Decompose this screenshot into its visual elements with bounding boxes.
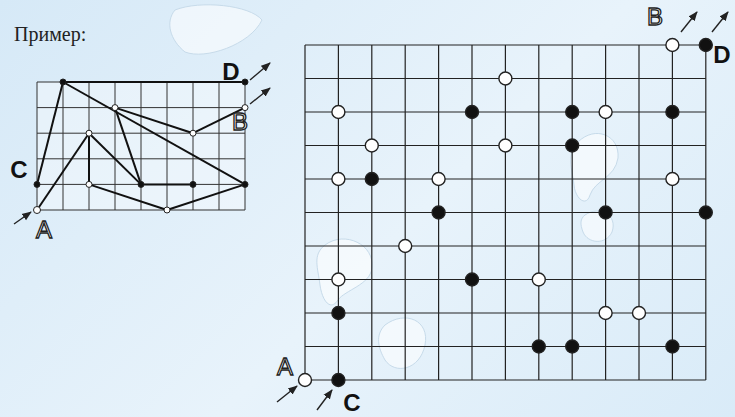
- watermark-blob: [317, 239, 372, 305]
- pointer-arrows: [14, 12, 728, 410]
- grid-dot: [242, 79, 248, 85]
- point-letter: B: [232, 110, 248, 134]
- grid-line: [89, 82, 90, 210]
- grid-line: [193, 82, 194, 210]
- grid-dot: [86, 181, 92, 187]
- grid-dot: [365, 139, 378, 152]
- puzzle-grid: [299, 39, 713, 387]
- grid-dot: [60, 79, 66, 85]
- grid-line: [37, 107, 245, 108]
- grid-dot: [86, 130, 92, 136]
- grid-line: [37, 210, 245, 211]
- example-heading: Пример:: [14, 24, 86, 44]
- grid-dot: [432, 173, 445, 186]
- path-segment: [88, 133, 90, 184]
- grid-dot: [332, 374, 345, 387]
- grid-dot: [332, 273, 345, 286]
- path-segment: [63, 81, 245, 83]
- grid-line: [305, 379, 706, 380]
- point-letter: B: [647, 5, 663, 29]
- grid-dot: [242, 181, 248, 187]
- grid-dot: [666, 340, 679, 353]
- pointer-arrow: [250, 63, 270, 80]
- grid-dot: [138, 181, 144, 187]
- path-segment: [89, 184, 167, 210]
- grid-dot: [599, 307, 612, 320]
- grid-line: [219, 82, 220, 210]
- grid-line: [305, 245, 706, 246]
- grid-dot: [466, 273, 479, 286]
- watermark-blob: [379, 318, 426, 368]
- path-segment: [37, 82, 63, 184]
- grid-dot: [365, 173, 378, 186]
- grid-dot: [699, 39, 712, 52]
- grid-dot: [566, 106, 579, 119]
- grid-line: [63, 82, 64, 210]
- grid-line: [115, 82, 116, 210]
- grid-dot: [566, 340, 579, 353]
- example-grid: [34, 79, 249, 214]
- path-segment: [63, 82, 245, 184]
- grid-dot: [34, 207, 41, 214]
- grid-dot: [666, 106, 679, 119]
- grid-dot: [666, 39, 679, 52]
- grid-dot: [633, 307, 646, 320]
- point-letter: D: [222, 60, 239, 84]
- grid-line: [167, 82, 168, 210]
- grid-line: [305, 111, 706, 112]
- path-segment: [167, 184, 245, 210]
- pointer-arrow: [317, 390, 332, 410]
- grid-dot: [332, 106, 345, 119]
- path-segment: [89, 133, 141, 184]
- grid-line: [245, 82, 246, 210]
- grid-line: [305, 44, 706, 45]
- grid-dot: [399, 240, 412, 253]
- pointer-arrow: [277, 386, 297, 402]
- grid-dot: [164, 207, 170, 213]
- grid-line: [37, 82, 38, 210]
- grid-dot: [466, 106, 479, 119]
- point-letter: A: [36, 218, 52, 242]
- grid-line: [37, 82, 245, 83]
- point-letter: A: [277, 355, 293, 379]
- grid-dot: [112, 105, 118, 111]
- grid-dot: [599, 206, 612, 219]
- path-segment: [141, 183, 193, 185]
- point-letter: C: [343, 391, 360, 415]
- grid-line: [305, 279, 706, 280]
- grid-dot: [190, 130, 196, 136]
- grid-line: [141, 82, 142, 210]
- grid-dot: [566, 139, 579, 152]
- grid-dot: [499, 72, 512, 85]
- grid-dot: [599, 106, 612, 119]
- pointer-arrow: [14, 212, 31, 224]
- grid-line: [37, 158, 245, 159]
- grid-dot: [299, 374, 312, 387]
- grid-line: [305, 346, 706, 347]
- grid-dot: [190, 181, 196, 187]
- grid-dot: [332, 307, 345, 320]
- grid-dot: [532, 273, 545, 286]
- grid-dot: [499, 139, 512, 152]
- point-letter: D: [713, 43, 730, 67]
- grid-dot: [432, 206, 445, 219]
- watermark-blob: [170, 5, 262, 54]
- path-segment: [37, 133, 89, 210]
- grid-line: [305, 212, 706, 213]
- grid-dot: [532, 340, 545, 353]
- pointer-arrow: [712, 12, 728, 32]
- grid-dot: [332, 173, 345, 186]
- grid-dot: [34, 181, 40, 187]
- grid-dot: [666, 173, 679, 186]
- point-letter: C: [10, 158, 27, 182]
- path-segment: [115, 108, 193, 134]
- grid-dot: [699, 206, 712, 219]
- grid-line: [37, 133, 245, 134]
- pointer-arrow: [250, 88, 270, 104]
- pointer-arrow: [681, 12, 697, 32]
